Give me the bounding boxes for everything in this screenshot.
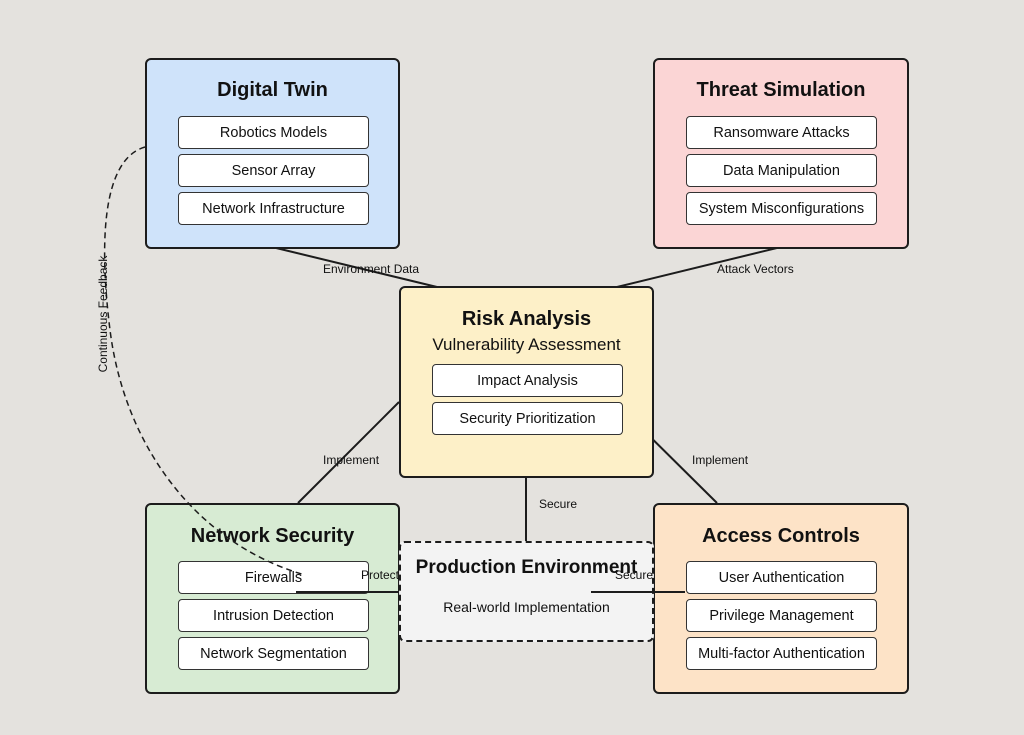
edge-label-continuous-feedback: Continuous Feedback — [96, 255, 110, 373]
production-environment-subtitle: Real-world Implementation — [443, 599, 610, 615]
digital-twin-item: Robotics Models — [178, 116, 369, 149]
threat-simulation-item: System Misconfigurations — [686, 192, 877, 225]
network-security-item: Network Segmentation — [178, 637, 369, 670]
network-security-item: Intrusion Detection — [178, 599, 369, 632]
edge-label-secure-right: Secure — [615, 568, 654, 582]
access-controls-panel: Access Controls User Authentication Priv… — [653, 503, 909, 694]
risk-analysis-item: Impact Analysis — [432, 364, 623, 397]
edge-label-secure-center: Secure — [539, 497, 578, 511]
threat-simulation-item: Ransomware Attacks — [686, 116, 877, 149]
risk-analysis-panel: Risk Analysis Vulnerability Assessment I… — [399, 286, 654, 478]
production-environment-title: Production Environment — [415, 557, 638, 578]
risk-analysis-subtitle: Vulnerability Assessment — [432, 335, 621, 354]
risk-analysis-item: Security Prioritization — [432, 402, 623, 435]
production-environment-panel: Production Environment Real-world Implem… — [399, 541, 654, 642]
edge-risk-to-network-security — [297, 401, 400, 504]
access-controls-title: Access Controls — [702, 525, 860, 547]
network-security-title: Network Security — [190, 525, 355, 547]
digital-twin-panel: Digital Twin Robotics Models Sensor Arra… — [145, 58, 400, 249]
threat-simulation-title: Threat Simulation — [696, 79, 866, 101]
network-security-item: Firewalls — [178, 561, 369, 594]
threat-simulation-item: Data Manipulation — [686, 154, 877, 187]
risk-analysis-title: Risk Analysis — [461, 308, 592, 330]
edge-label-implement-left: Implement — [323, 453, 380, 467]
access-controls-item: User Authentication — [686, 561, 877, 594]
digital-twin-item: Sensor Array — [178, 154, 369, 187]
edge-label-protect: Protect — [361, 568, 400, 582]
edge-label-environment-data: Environment Data — [323, 262, 420, 276]
digital-twin-item: Network Infrastructure — [178, 192, 369, 225]
edge-label-attack-vectors: Attack Vectors — [717, 262, 794, 276]
edge-threat-to-risk — [616, 246, 782, 288]
access-controls-item: Privilege Management — [686, 599, 877, 632]
edge-label-implement-right: Implement — [692, 453, 749, 467]
access-controls-item: Multi-factor Authentication — [686, 637, 877, 670]
threat-simulation-panel: Threat Simulation Ransomware Attacks Dat… — [653, 58, 909, 249]
digital-twin-title: Digital Twin — [217, 79, 328, 101]
network-security-panel: Network Security Firewalls Intrusion Det… — [145, 503, 400, 694]
